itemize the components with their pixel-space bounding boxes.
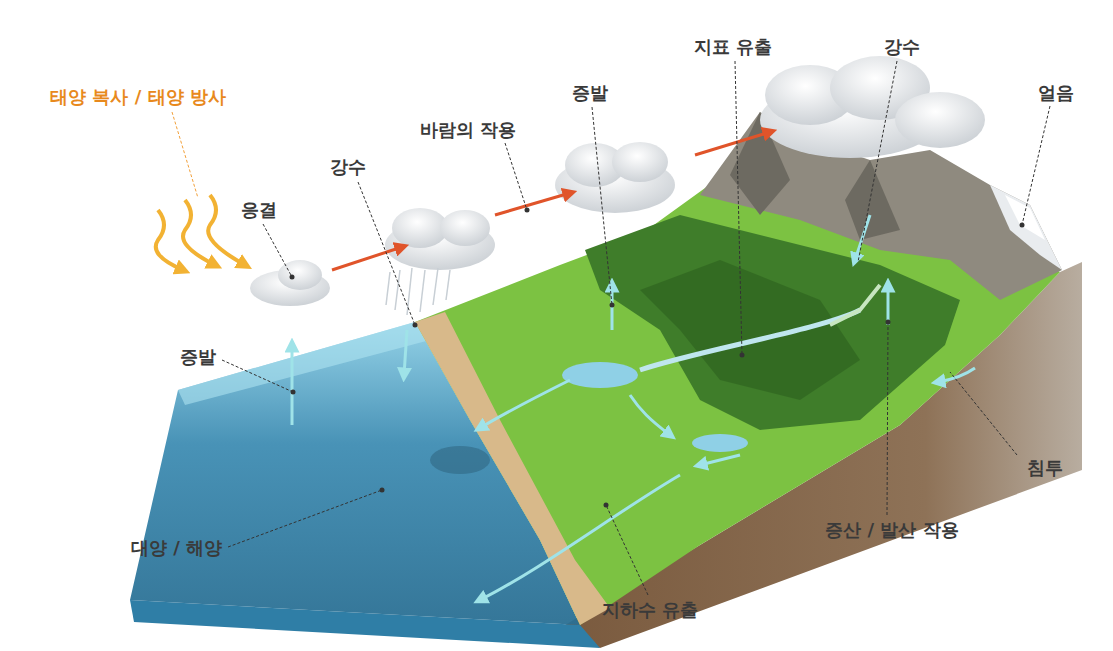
callout-label: 응결 [241,199,277,221]
callout-label: 침투 [1027,457,1063,479]
callout-label: 대양 / 해양 [131,537,222,559]
callout-label: 증발 [572,82,608,104]
callout-label: 증산 / 발산 작용 [825,519,958,541]
callout-label: 지하수 유출 [602,599,698,621]
callout-label: 강수 [884,36,920,58]
callout-label: 바람의 작용 [420,119,516,141]
callout-label: 얼음 [1038,82,1074,104]
callout-label: 태양 복사 / 태양 방사 [50,86,226,108]
callout-label: 증발 [180,346,216,368]
callout-label: 강수 [330,156,366,178]
callout-label: 지표 유출 [694,36,772,58]
